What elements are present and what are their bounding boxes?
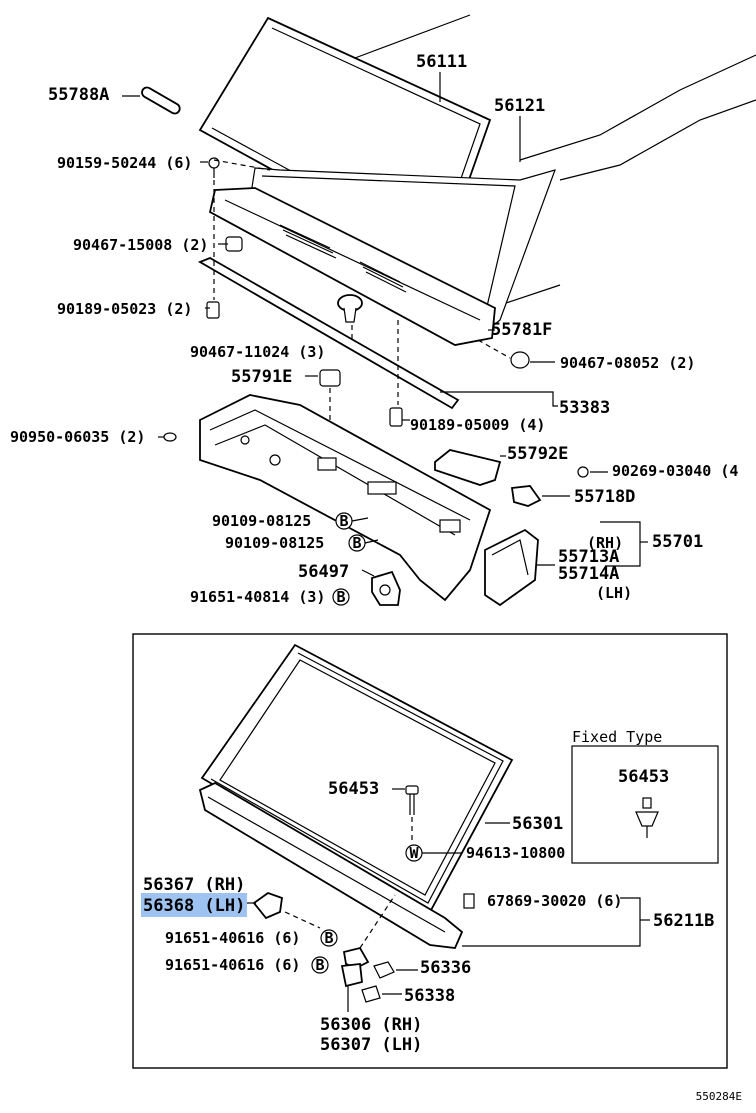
label-55791e: 55791E [231,367,292,387]
label-rh: (RH) [587,534,623,552]
cowl-panel[interactable] [199,394,492,602]
label-56307-lh: 56307 (LH) [320,1035,422,1055]
screw-90189-05009[interactable] [389,407,403,427]
clip-90467-15008[interactable] [225,236,243,252]
bolt-56453[interactable] [405,785,419,815]
clip-90467-11024[interactable] [337,294,363,323]
label-lh: (LH) [596,584,632,602]
washer-symbol: W [409,844,419,862]
diagram-id: 550284E [696,1090,742,1103]
label-55713a: 55713A [558,547,619,567]
label-90189-05023: 90189-05023 (2) [57,300,192,318]
label-56301: 56301 [512,814,563,834]
bolt-symbol-a: B [339,512,348,530]
washer-90950[interactable] [163,432,177,442]
label-55714a: 55714A [558,564,619,584]
label-56497: 56497 [298,562,349,582]
label-91651-40814: 91651-40814 (3) [190,588,325,606]
part-56336[interactable] [373,961,395,979]
label-56453-fixed: 56453 [618,767,669,787]
label-90159-50244: 90159-50244 (6) [57,154,192,172]
leader-lines-upper [158,72,558,438]
label-56111: 56111 [416,52,467,72]
bolt-symbol-b: B [352,534,361,552]
label-55788a: 55788A [48,85,109,105]
hinge-56306[interactable] [340,946,370,988]
highlight-56368 [141,893,247,917]
bolt-badge-90109-b[interactable]: B [348,534,366,552]
bolt-56453-fixed[interactable] [635,797,659,838]
label-90467-08052: 90467-08052 (2) [560,354,695,372]
label-90950-06035: 90950-06035 (2) [10,428,145,446]
label-fixed-type: Fixed Type [572,728,662,746]
part-56338[interactable] [361,985,381,1003]
label-90109-08125-b: 90109-08125 [225,534,324,552]
body-outline [354,14,756,306]
bolt-badge-91651-40616-a[interactable]: B [320,929,338,947]
label-90467-11024: 90467-11024 (3) [190,343,325,361]
bracket-55718d[interactable] [510,485,570,507]
seal-strip[interactable] [197,257,460,410]
label-90269-03040: 90269-03040 (4 [612,462,738,480]
label-90109-08125-a: 90109-08125 [212,512,311,530]
panel-55792e[interactable] [434,449,506,486]
label-67869-30020: 67869-30020 (6) [487,892,622,910]
label-55792e: 55792E [507,444,568,464]
lower-seal-56211b[interactable] [198,781,464,949]
label-56368-lh: 56368 (LH) [143,896,245,916]
clip-55791e[interactable] [319,369,341,387]
label-55701: 55701 [652,532,703,552]
nut-90269[interactable] [577,466,608,478]
label-56336: 56336 [420,958,471,978]
label-53383: 53383 [559,398,610,418]
screw-90189-05023[interactable] [206,301,220,319]
label-56453: 56453 [328,779,379,799]
lower-assembly-frame [132,633,728,1069]
trim-56367-56368[interactable] [252,891,283,920]
clip-90467-08052[interactable] [510,351,530,369]
label-56367-rh: 56367 (RH) [143,875,245,895]
bolt-badge-90109-a[interactable]: B [335,512,353,530]
label-56338: 56338 [404,986,455,1006]
label-90467-15008: 90467-15008 (2) [73,236,208,254]
label-56211b: 56211B [653,911,714,931]
label-90189-05009: 90189-05009 (4) [410,416,545,434]
bracket-56497[interactable] [361,569,401,606]
bracket-55701-group [537,521,648,567]
label-91651-40616-b: 91651-40616 (6) [165,956,300,974]
bolt-badge-91651-40616-b[interactable]: B [311,956,329,974]
label-55718d: 55718D [574,487,635,507]
washer-94613[interactable]: W [405,844,423,862]
louver-slots [279,224,407,293]
label-56121: 56121 [494,96,545,116]
label-94613-10800: 94613-10800 [466,844,565,862]
bolt-symbol-e: B [315,956,324,974]
clip-67869[interactable] [463,893,475,909]
label-55781f: 55781F [491,320,552,340]
fixed-type-inset [571,745,719,864]
label-91651-40616-a: 91651-40616 (6) [165,929,300,947]
clip-55788a[interactable] [140,86,181,116]
bolt-badge-91651-40814[interactable]: B [332,588,350,606]
label-56306-rh: 56306 (RH) [320,1015,422,1035]
cowl-louver[interactable] [208,187,496,346]
bolt-symbol-d: B [324,929,333,947]
side-panel-55713a[interactable] [484,528,539,607]
bolt-symbol-c: B [336,588,345,606]
